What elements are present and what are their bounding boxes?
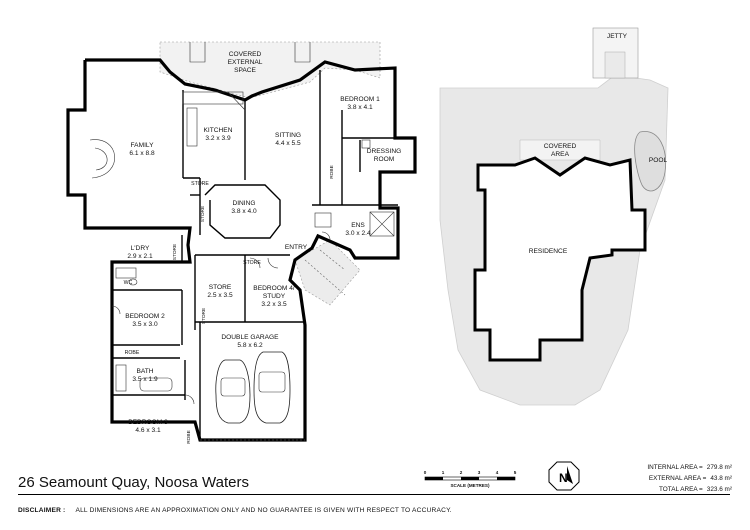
exterior-wall — [66, 58, 417, 442]
ldry-dims: 2.9 x 2.1 — [127, 253, 153, 260]
bedroom1-name: BEDROOM 1 — [340, 96, 380, 103]
bedroom4-label-2: STUDY — [263, 293, 286, 300]
property-address: 26 Seamount Quay, Noosa Waters — [18, 474, 249, 491]
store-bed4-label: STORE — [243, 260, 261, 266]
ens-dims: 3.0 x 2.4 — [345, 230, 371, 237]
bath-name: BATH — [136, 368, 153, 375]
entry-patio — [294, 239, 361, 306]
kitchen-name: KITCHEN — [204, 127, 233, 134]
residence-outline — [473, 156, 647, 362]
area-summary: INTERNAL AREA =279.8 m² EXTERNAL AREA =4… — [612, 462, 732, 495]
wc-label: WC — [124, 280, 133, 286]
covered-area — [519, 139, 601, 161]
scale-tick-3: 3 — [478, 470, 481, 475]
compass-letter: N — [559, 471, 568, 485]
scale-tick-0: 0 — [424, 470, 427, 475]
disclaimer-label: DISCLAIMER : — [18, 507, 66, 514]
covered-area-label-2: AREA — [551, 151, 570, 158]
scale-tick-5: 5 — [514, 470, 517, 475]
external-area-value: 43.8 m² — [710, 475, 732, 482]
bedroom4-dims: 3.2 x 3.5 — [261, 301, 287, 308]
dressing-label-2: ROOM — [374, 156, 395, 163]
scale-bar: 0 1 2 3 4 5 SCALE (METRES) — [424, 470, 517, 488]
dining-dims: 3.8 x 4.0 — [231, 208, 257, 215]
sitting-name: SITTING — [275, 132, 301, 139]
jetty-label: JETTY — [607, 33, 628, 40]
disclaimer-text: ALL DIMENSIONS ARE AN APPROXIMATION ONLY… — [75, 507, 452, 514]
pool — [634, 131, 666, 192]
external-area-label: EXTERNAL AREA = — [648, 475, 707, 482]
bedroom3-dims: 4.6 x 3.1 — [135, 427, 161, 434]
bedroom1-dims: 3.8 x 4.1 — [347, 104, 373, 111]
disclaimer: DISCLAIMER : ALL DIMENSIONS ARE AN APPROX… — [18, 507, 452, 514]
footer-divider — [18, 494, 730, 495]
covered-external-label-1: COVERED — [229, 51, 262, 58]
ldry-name: L'DRY — [131, 245, 150, 252]
sitting-dims: 4.4 x 5.5 — [275, 140, 301, 147]
garage-name: DOUBLE GARAGE — [221, 334, 279, 341]
total-area-value: 323.6 m² — [706, 486, 732, 493]
store-kitchen-label: STORE — [191, 181, 209, 187]
bath-dims: 3.5 x 1.9 — [132, 376, 158, 383]
site-plan: JETTY POOL COVERED AREA RESIDENCE — [439, 27, 669, 406]
garage-cars — [215, 351, 291, 424]
pool-label: POOL — [649, 157, 668, 164]
store-dining-label: STORE — [200, 206, 206, 222]
family-dims: 6.1 x 8.8 — [129, 150, 155, 157]
bedroom2-dims: 3.5 x 3.0 — [132, 321, 158, 328]
total-area-label: TOTAL AREA = — [659, 486, 703, 493]
kitchen-bench — [182, 91, 244, 105]
dressing-label-1: DRESSING — [367, 148, 401, 155]
store-mid-name: STORE — [209, 284, 232, 291]
robe-sitting-label: ROBE — [329, 165, 335, 179]
garage-dims: 5.8 x 6.2 — [237, 342, 263, 349]
dining-name: DINING — [232, 200, 255, 207]
residence-label: RESIDENCE — [529, 248, 568, 255]
scale-tick-2: 2 — [460, 470, 463, 475]
store-b2-label: STORE — [201, 308, 207, 324]
ens-name: ENS — [351, 222, 365, 229]
robe-b3-label: ROBE — [186, 430, 192, 444]
bedroom3-name: BEDROOM 3 — [128, 419, 168, 426]
bedroom2-name: BEDROOM 2 — [125, 313, 165, 320]
store-ldry-label: STORE — [172, 244, 178, 260]
covered-external-label-2: EXTERNAL — [228, 59, 263, 66]
robe-b2-label: ROBE — [125, 350, 140, 356]
internal-area-label: INTERNAL AREA = — [647, 464, 703, 471]
entry-label: ENTRY — [285, 244, 308, 251]
covered-area-label-1: COVERED — [544, 143, 577, 150]
family-name: FAMILY — [131, 142, 155, 149]
kitchen-island — [186, 107, 198, 147]
scale-label: SCALE (METRES) — [450, 483, 490, 488]
bedroom4-label-1: BEDROOM 4/ — [253, 285, 295, 292]
covered-external-label-3: SPACE — [234, 67, 256, 74]
internal-area-value: 279.8 m² — [706, 464, 732, 471]
store-mid-dims: 2.5 x 3.5 — [207, 292, 233, 299]
compass-icon: N — [548, 461, 580, 491]
scale-tick-1: 1 — [442, 470, 445, 475]
scale-tick-4: 4 — [496, 470, 499, 475]
floor-plan-drawing — [66, 41, 417, 442]
room-labels: COVERED EXTERNAL SPACE FAMILY 6.1 x 8.8 … — [124, 51, 402, 444]
kitchen-dims: 3.2 x 3.9 — [205, 135, 231, 142]
